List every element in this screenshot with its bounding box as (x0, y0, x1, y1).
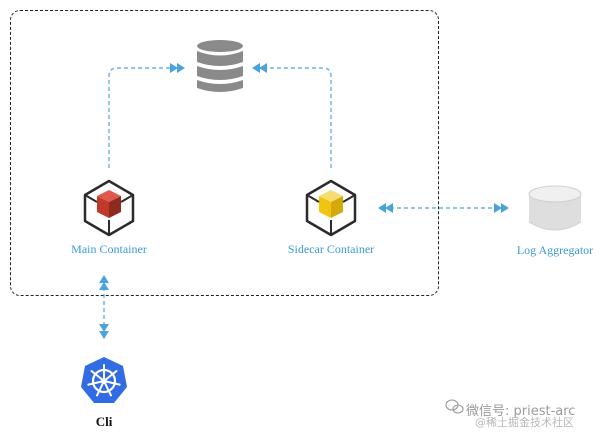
watermark: 微信号: priest-arc (448, 400, 575, 419)
watermark-sub: @稀土掘金技术社区 (475, 416, 574, 429)
sidecar-container-icon (305, 179, 357, 237)
connector-sidecar-log (378, 203, 509, 213)
connector-sidecar-to-db (264, 67, 332, 168)
log-aggregator-icon (528, 185, 582, 231)
kubernetes-helm-icon (81, 357, 127, 403)
watermark-text: 微信号: priest-arc (466, 404, 576, 419)
connector-main-to-db-arrow (170, 63, 185, 73)
connector-main-to-db (108, 67, 176, 168)
connector-main-cli (99, 275, 109, 339)
cli-label: Cli (95, 414, 113, 429)
database-icon (197, 40, 243, 92)
sidecar-container-label: Sidecar Container (287, 242, 375, 256)
main-container-icon (83, 179, 135, 237)
connector-sidecar-to-db-arrow (252, 63, 267, 73)
log-aggregator-label: Log Aggregator (516, 243, 594, 257)
wechat-icon (445, 399, 464, 414)
main-container-label: Main Container (71, 242, 147, 256)
pod-boundary (10, 10, 439, 296)
